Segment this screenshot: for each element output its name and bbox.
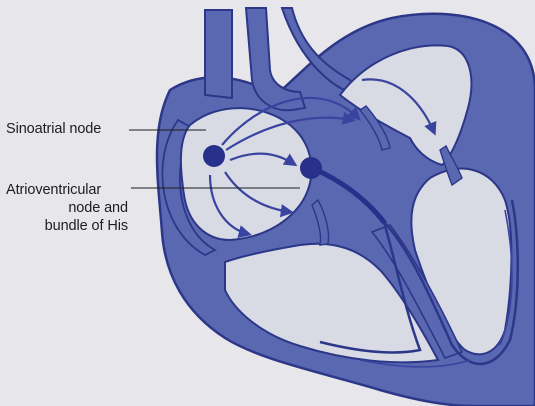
superior-vena-cava bbox=[205, 10, 232, 98]
atrioventricular-node-label: Atrioventricular node and bundle of His bbox=[6, 181, 128, 235]
atrioventricular-label-line2: node and bbox=[6, 199, 128, 217]
sinoatrial-node-dot bbox=[203, 145, 225, 167]
atrioventricular-node-dot bbox=[300, 157, 322, 179]
atrioventricular-label-line3: bundle of His bbox=[6, 217, 128, 235]
atrioventricular-label-line1: Atrioventricular bbox=[6, 181, 128, 199]
sinoatrial-node-label: Sinoatrial node bbox=[6, 120, 101, 138]
